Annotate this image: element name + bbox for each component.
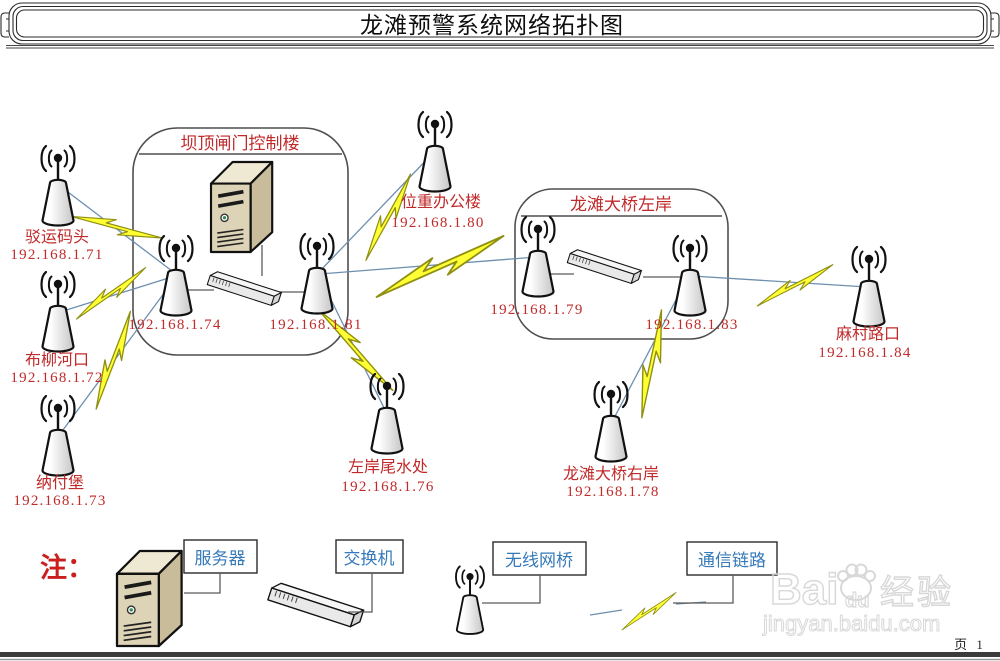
legend-note: 注：	[40, 552, 94, 583]
node-ip-label: 192.168.1.79	[490, 302, 583, 318]
node-ip-label: 192.168.1.78	[566, 484, 659, 500]
title-banner: 龙滩预警系统网络拓扑图	[0, 2, 1000, 49]
node-ip-label: 192.168.1.73	[13, 493, 106, 509]
wireless-bridge-icon-buliu	[40, 270, 76, 353]
node-ip-label: 192.168.1.74	[128, 317, 221, 333]
banner-left-ornament	[0, 12, 9, 38]
wireless-bridge-icon-tailwater	[369, 372, 405, 455]
switch-icon	[267, 580, 365, 630]
legend-switch-label: 交换机	[344, 549, 395, 568]
watermark-brand-cn: 经验	[880, 574, 954, 612]
legend-link-box	[686, 541, 778, 576]
node-name-label: 驳运码头	[25, 228, 89, 246]
watermark-brand-latin2: du	[845, 590, 869, 612]
node-ip-label: 192.168.1.71	[10, 247, 103, 263]
legend-switch-box	[335, 539, 404, 574]
watermark-url: jingyan.baidu.com	[762, 611, 940, 636]
wireless-bridge-icon-boyun	[40, 144, 76, 227]
lightning-bolt-icon	[615, 592, 683, 631]
node-ip-label: 192.168.1.80	[391, 215, 484, 231]
node-ip-label: 192.168.1.84	[818, 345, 911, 361]
wireless-bridge-icon-right-bank	[593, 380, 629, 463]
footer: 页 1	[0, 637, 1000, 661]
node-name-label: 龙滩大桥右岸	[563, 465, 659, 483]
baidu-watermark: Bai du 经验 jingyan.baidu.com	[762, 563, 954, 637]
node-name-label: 麻村路口	[836, 325, 900, 343]
legend-link-connector	[673, 575, 734, 604]
legend-bridge-connector	[482, 575, 541, 604]
page-title: 龙滩预警系统网络拓扑图	[360, 13, 624, 38]
node-name-label: 左岸尾水处	[348, 458, 428, 476]
legend-link-line	[589, 609, 623, 616]
wireless-bridge-icon-nafubao	[40, 394, 76, 477]
bridge-left-bank-label: 龙滩大桥左岸	[570, 195, 672, 214]
wireless-bridge-icon	[454, 565, 486, 635]
legend-server-box	[183, 539, 258, 574]
legend-link-label: 通信链路	[698, 551, 766, 570]
paw-icon	[837, 563, 876, 601]
lightning-bolt-icon	[369, 234, 511, 298]
node-ip-label: 192.168.1.81	[269, 317, 362, 333]
legend: 注： 服务器 交换机 无线网桥 通信链路	[40, 539, 778, 648]
node-labels: 驳运码头 192.168.1.71 布柳河口 192.168.1.72 纳付堡 …	[10, 193, 911, 509]
footer-rule	[0, 652, 1000, 657]
wireless-bridge-icon-office	[417, 110, 453, 193]
legend-server-label: 服务器	[195, 549, 246, 568]
node-ip-label: 192.168.1.83	[645, 317, 738, 333]
server-icon	[209, 160, 275, 254]
node-name-label: 纳付堡	[36, 474, 84, 492]
banner-right-ornament	[991, 12, 1000, 38]
node-ip-label: 192.168.1.72	[10, 370, 103, 386]
node-ip-label: 192.168.1.76	[341, 479, 434, 495]
legend-bridge-box	[492, 541, 587, 576]
watermark-brand-latin: Bai	[770, 565, 838, 614]
server-icon	[115, 549, 184, 648]
legend-bridge-label: 无线网桥	[505, 551, 573, 570]
node-name-label: 布柳河口	[25, 351, 89, 369]
legend-switch-connector	[348, 573, 373, 613]
control-building-label: 坝顶闸门控制楼	[181, 134, 300, 153]
page-number: 页 1	[954, 637, 986, 652]
legend-server-connector	[184, 573, 221, 594]
node-name-label: 位重办公楼	[401, 193, 481, 211]
lightning-bolt-icon	[751, 264, 839, 307]
